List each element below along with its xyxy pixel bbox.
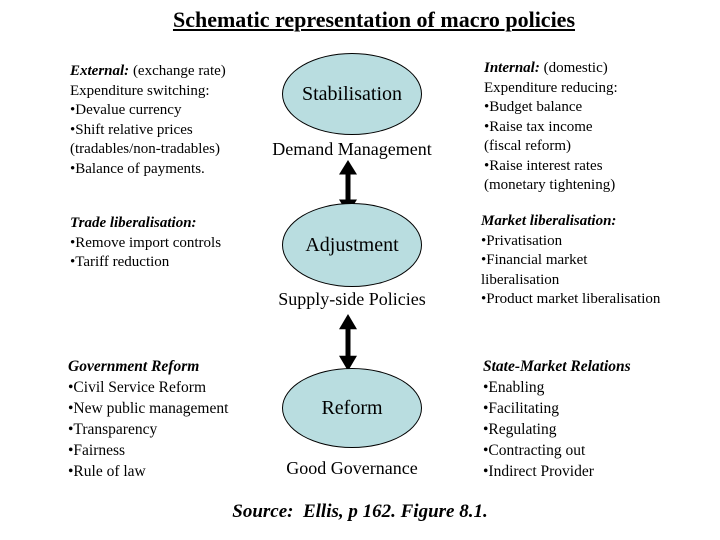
text-line: •Fairness (68, 442, 126, 459)
double-arrow-icon (339, 314, 357, 371)
block-header-emphasis: Government Reform (68, 358, 200, 375)
page-title: Schematic representation of macro polici… (14, 7, 720, 33)
block-header-emphasis: Market liberalisation: (481, 213, 617, 229)
block-header: Internal: (domestic) (484, 59, 716, 79)
text-line: •Civil Service Reform (68, 379, 207, 396)
text-line: •Transparency (68, 421, 158, 438)
ellipse-label: Reform (321, 396, 383, 419)
reform-ellipse: Reform (282, 368, 422, 448)
block-header-emphasis: External: (70, 63, 130, 79)
text-line: •Enabling (483, 379, 545, 396)
text-line: •New public management (68, 400, 229, 417)
market-liberalisation-block: Market liberalisation: •Privatisation •Fi… (481, 212, 719, 310)
text-line: •Tariff reduction (70, 254, 170, 270)
block-lines: Expenditure reducing: •Budget balance •Rai… (484, 79, 716, 196)
block-header: Government Reform (68, 356, 288, 377)
text-line: •Contracting out (483, 442, 586, 459)
text-line: •Raise interest rates (484, 157, 603, 174)
adjustment-ellipse: Adjustment (282, 203, 422, 287)
block-header: Trade liberalisation: (70, 214, 282, 234)
block-lines: •Remove import controls •Tariff reduction (70, 234, 282, 273)
good-governance-label: Good Governance (286, 458, 418, 478)
text-line: •Product market liberalisation (481, 291, 661, 307)
source-citation: Source: Ellis, p 162. Figure 8.1. (232, 501, 488, 522)
block-header-suffix: (exchange rate) (129, 63, 226, 79)
text-line: (monetary tightening) (484, 177, 616, 193)
text-line: •Raise tax income (484, 118, 593, 135)
trade-liberalisation-block: Trade liberalisation: •Remove import con… (70, 214, 282, 273)
supply-side-policies-label: Supply-side Policies (278, 289, 426, 309)
text-line: •Budget balance (484, 99, 583, 115)
text-line: liberalisation (481, 271, 560, 288)
block-lines: •Enabling •Facilitating •Regulating •Contra… (483, 377, 718, 482)
state-market-relations-block: State-Market Relations •Enabling •Facilit… (483, 356, 718, 482)
text-line: Expenditure reducing: (484, 79, 618, 96)
block-header-emphasis: Internal: (484, 60, 540, 76)
block-header: External: (exchange rate) (70, 62, 282, 82)
text-line: •Devalue currency (70, 102, 182, 118)
page-title-text: Schematic representation of macro polici… (172, 7, 576, 32)
text-line: •Regulating (483, 421, 557, 438)
text-line: •Facilitating (483, 400, 560, 417)
external-policies-block: External: (exchange rate) Expenditure sw… (70, 62, 282, 179)
block-header-emphasis: State-Market Relations (483, 358, 631, 375)
text-line: •Privatisation (481, 232, 563, 249)
text-line: (tradables/non-tradables) (70, 141, 220, 157)
text-line: Expenditure switching: (70, 82, 210, 99)
text-line: •Shift relative prices (70, 121, 193, 138)
block-lines: Expenditure switching: •Devalue currency •… (70, 82, 282, 180)
text-line: (fiscal reform) (484, 138, 572, 154)
text-line: •Rule of law (68, 463, 146, 480)
block-header: State-Market Relations (483, 356, 718, 377)
block-lines: •Privatisation •Financial market liberalis… (481, 232, 719, 310)
government-reform-block: Government Reform •Civil Service Reform•… (68, 356, 288, 482)
ellipse-label: Stabilisation (302, 82, 402, 105)
block-header-emphasis: Trade liberalisation: (70, 215, 197, 231)
text-line: •Financial market (481, 252, 588, 268)
text-line: •Indirect Provider (483, 463, 594, 480)
internal-policies-block: Internal: (domestic) Expenditure reducin… (484, 59, 716, 196)
stabilisation-ellipse: Stabilisation (282, 53, 422, 135)
text-line: •Balance of payments. (70, 160, 205, 177)
ellipse-label: Adjustment (305, 233, 399, 256)
block-lines: •Civil Service Reform •New public managem… (68, 377, 288, 482)
block-header-suffix: (domestic) (539, 60, 608, 76)
text-line: •Remove import controls (70, 234, 222, 251)
block-header: Market liberalisation: (481, 212, 719, 232)
demand-management-label: Demand Management (272, 139, 432, 159)
